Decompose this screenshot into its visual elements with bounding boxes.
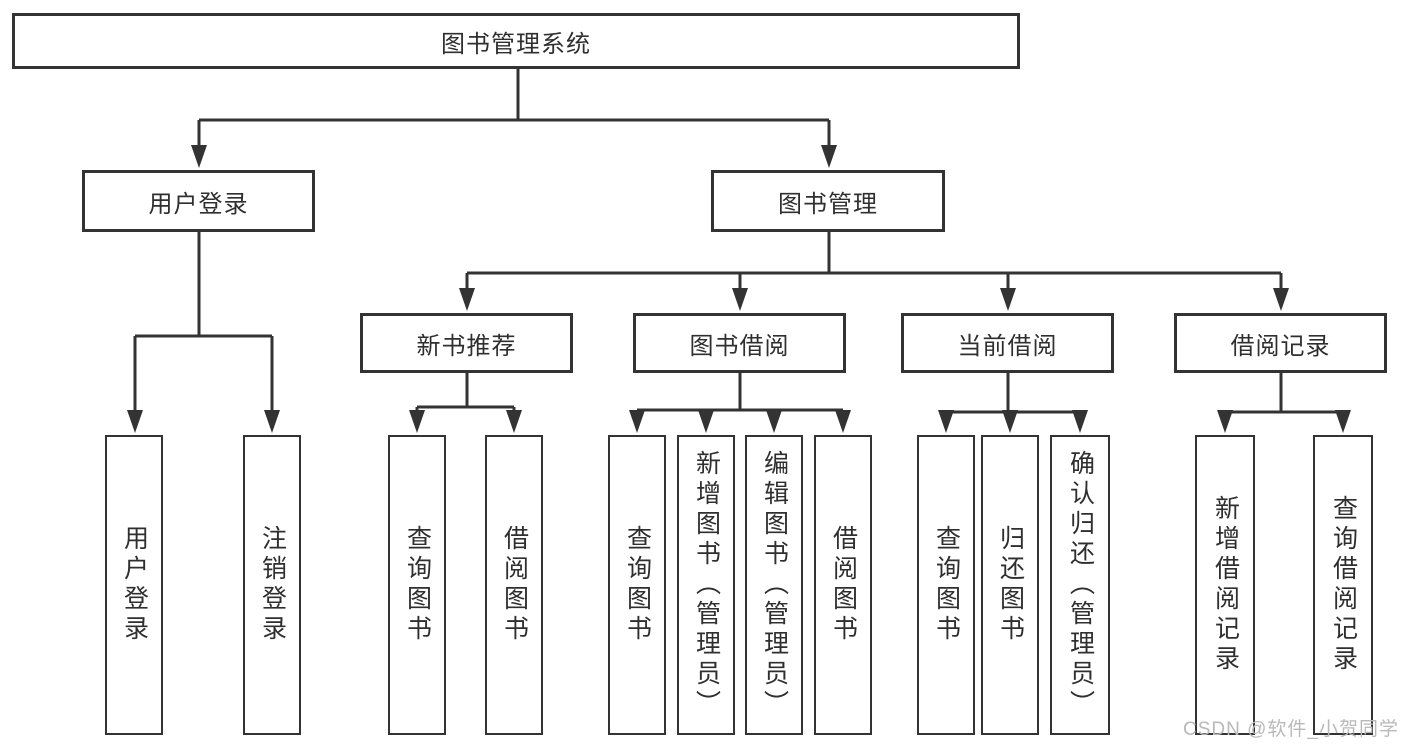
node-label: 借阅图书 <box>500 525 529 645</box>
node-leaf-add-books-admin: 新增图书（管理员） <box>677 435 735 735</box>
node-label: 查询图书 <box>403 525 432 645</box>
node-leaf-query-books: 查询图书 <box>917 435 975 735</box>
node-leaf-logout: 注销登录 <box>243 435 301 735</box>
node-label: 用户登录 <box>120 525 149 645</box>
node-label: 确认归还（管理员） <box>1066 450 1095 720</box>
node-leaf-confirm-return-admin: 确认归还（管理员） <box>1050 435 1110 735</box>
node-label: 借阅图书 <box>829 525 858 645</box>
node-leaf-query-books: 查询图书 <box>608 435 666 735</box>
node-label: 图书管理系统 <box>441 30 591 58</box>
node-label: 新增借阅记录 <box>1211 495 1240 675</box>
node-book-management: 图书管理 <box>711 170 945 232</box>
node-label: 当前借阅 <box>957 332 1058 360</box>
node-label: 查询图书 <box>623 525 652 645</box>
node-label: 查询图书 <box>932 525 961 645</box>
node-leaf-return-books: 归还图书 <box>981 435 1039 735</box>
node-label: 归还图书 <box>996 525 1025 645</box>
node-leaf-borrow-books: 借阅图书 <box>485 435 543 735</box>
node-leaf-user-login: 用户登录 <box>105 435 163 735</box>
node-leaf-query-borrow-record: 查询借阅记录 <box>1313 435 1373 735</box>
node-leaf-query-books: 查询图书 <box>388 435 446 735</box>
node-leaf-edit-books-admin: 编辑图书（管理员） <box>745 435 803 735</box>
node-leaf-borrow-books: 借阅图书 <box>814 435 872 735</box>
node-root-system: 图书管理系统 <box>12 13 1020 69</box>
node-label: 用户登录 <box>148 190 249 218</box>
node-label: 新书推荐 <box>416 332 517 360</box>
node-label: 查询借阅记录 <box>1329 495 1358 675</box>
node-label: 编辑图书（管理员） <box>760 450 789 720</box>
watermark: CSDN @软件_小贺同学 <box>1183 719 1399 740</box>
node-label: 借阅记录 <box>1230 332 1331 360</box>
node-current-borrowing: 当前借阅 <box>901 313 1114 373</box>
node-label: 新增图书（管理员） <box>692 450 721 720</box>
node-label: 注销登录 <box>258 525 287 645</box>
node-borrow-records: 借阅记录 <box>1174 313 1387 373</box>
node-user-login: 用户登录 <box>82 170 315 232</box>
node-leaf-add-borrow-record: 新增借阅记录 <box>1195 435 1255 735</box>
node-new-book-recommend: 新书推荐 <box>360 313 573 373</box>
node-book-borrowing: 图书借阅 <box>633 313 846 373</box>
node-label: 图书管理 <box>778 190 878 218</box>
node-label: 图书借阅 <box>689 332 790 360</box>
